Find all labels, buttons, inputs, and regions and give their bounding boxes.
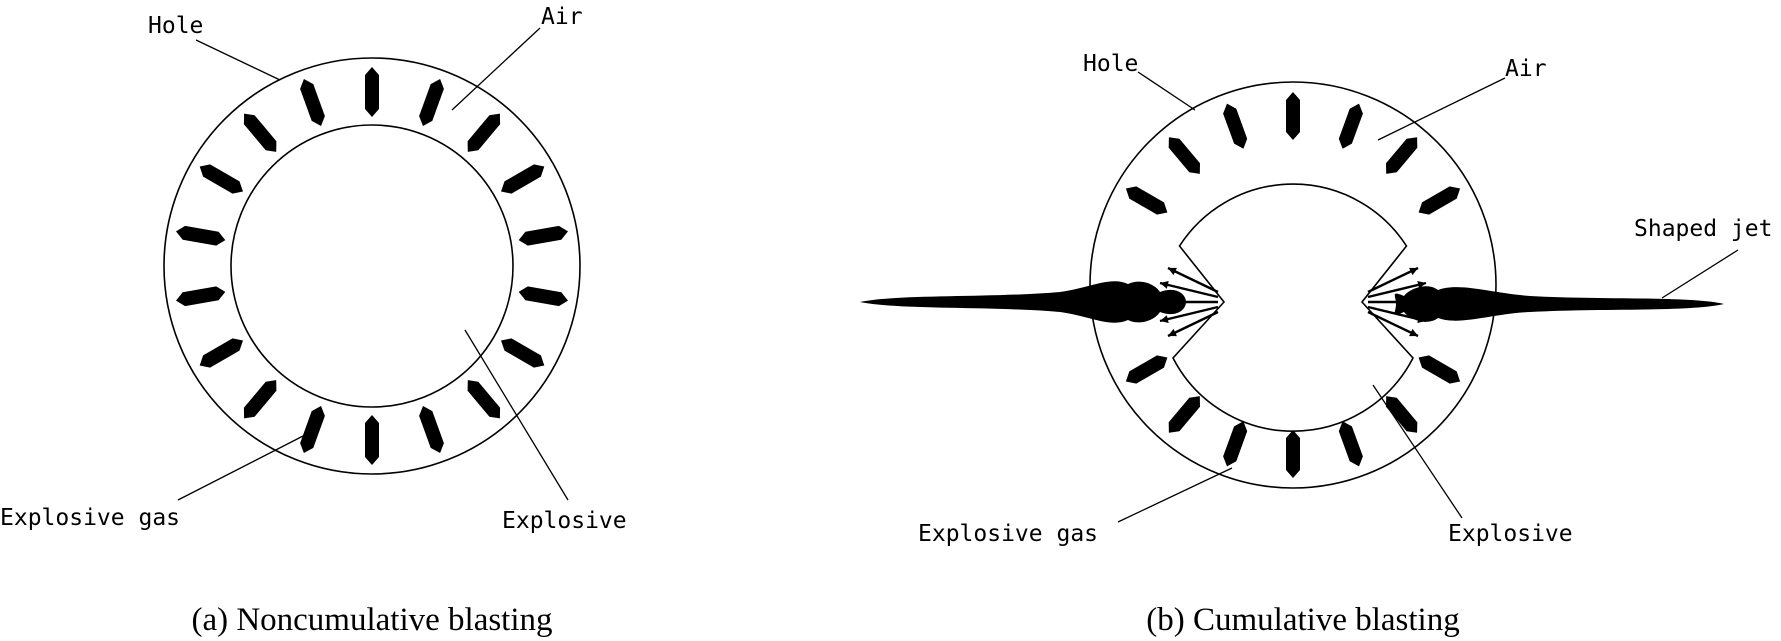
leader-air-a [451, 27, 541, 111]
leader-air-b [1377, 77, 1506, 141]
gas-shard-a [243, 113, 277, 152]
jet-arrow-head [1409, 267, 1418, 276]
jet-arrow-head [1417, 315, 1426, 324]
label-explosive-b: Explosive [1448, 521, 1573, 547]
label-air-b: Air [1505, 56, 1547, 82]
jet-arrows [1158, 266, 1428, 338]
leader-explosive-b [1372, 384, 1463, 519]
label-hole-b: Hole [1083, 51, 1138, 77]
label-explosive-a: Explosive [502, 508, 627, 534]
gas-shard-a [199, 164, 243, 194]
gas-shard-b [1286, 430, 1300, 478]
explosive-inner-circle-a [230, 124, 514, 408]
jet-arrow-head [1168, 328, 1177, 337]
gas-shard-b [1125, 355, 1168, 384]
gas-shard-b [1386, 396, 1418, 433]
jet-arrow [1159, 305, 1219, 323]
gas-shard-b [1168, 137, 1200, 174]
gas-shard-a [176, 286, 226, 307]
jet-arrow-head [1160, 280, 1169, 289]
leader-hole-b [1137, 71, 1196, 111]
panel-cumulative: Hole Air Shaped jet Explosive gas Explos… [860, 51, 1772, 638]
jet-arrow-head [1158, 298, 1166, 306]
label-shaped-jet-b: Shaped jet [1634, 216, 1772, 242]
gas-shard-a [518, 286, 568, 307]
gas-shard-a [419, 79, 444, 126]
jet-arrow [1367, 305, 1427, 323]
label-air-a: Air [541, 4, 583, 30]
label-hole-a: Hole [148, 13, 203, 39]
gas-shard-b [1125, 186, 1168, 215]
gas-shard-a [243, 380, 277, 419]
jet-arrow [1367, 281, 1427, 299]
gas-shard-a [365, 67, 379, 117]
label-explosive-gas-a: Explosive gas [0, 505, 180, 531]
gas-shard-b [1338, 103, 1363, 149]
shaped-jet-right [1394, 286, 1724, 322]
jet-arrow-head [1168, 267, 1177, 276]
gas-shard-a [300, 79, 325, 126]
leader-jet-b [1661, 249, 1739, 299]
leader-gas-a [177, 434, 306, 501]
gas-shard-b [1418, 186, 1461, 215]
panel-noncumulative: Hole Air Explosive gas Explosive (a) Non… [0, 4, 627, 638]
gas-shard-a [501, 164, 545, 194]
jet-arrow-head [1420, 298, 1428, 306]
gas-shard-b [1223, 103, 1248, 149]
hole-outer-circle-b [1089, 81, 1497, 489]
shaped-jet-left [860, 281, 1186, 323]
gas-shard-a [501, 338, 545, 368]
jet-arrow [1167, 266, 1219, 294]
hole-outer-circle-a [163, 57, 581, 475]
gas-shard-b [1286, 92, 1300, 140]
gas-shard-a [419, 406, 444, 453]
gas-shard-a [176, 225, 226, 246]
explosive-gas-shards-a [176, 67, 568, 465]
gas-shard-a [518, 225, 568, 246]
jet-arrow-head [1417, 280, 1426, 289]
caption-b: (b) Cumulative blasting [1146, 602, 1459, 638]
jet-arrow-head [1409, 328, 1418, 337]
jet-arrow [1167, 310, 1219, 338]
jet-arrow [1367, 310, 1419, 338]
caption-a: (a) Noncumulative blasting [191, 602, 552, 638]
explosive-gas-shards-b [1125, 92, 1461, 478]
gas-shard-b [1223, 421, 1248, 467]
leader-explosive-a [464, 329, 569, 501]
gas-shard-b [1168, 396, 1200, 433]
leader-gas-b [1117, 467, 1233, 523]
gas-shard-b [1338, 421, 1363, 467]
gas-shard-b [1386, 137, 1418, 174]
label-explosive-gas-b: Explosive gas [918, 521, 1098, 547]
gas-shard-a [199, 338, 243, 368]
jet-arrow-head [1160, 315, 1169, 324]
leader-hole-a [195, 39, 281, 81]
gas-shard-a [467, 380, 501, 419]
jet-arrow [1159, 281, 1219, 299]
explosive-shaped-charge-b [1172, 183, 1414, 432]
gas-shard-a [467, 113, 501, 152]
gas-shard-a [365, 415, 379, 465]
gas-shard-b [1418, 355, 1461, 384]
jet-arrow [1367, 266, 1419, 294]
gas-shard-a [300, 406, 325, 453]
